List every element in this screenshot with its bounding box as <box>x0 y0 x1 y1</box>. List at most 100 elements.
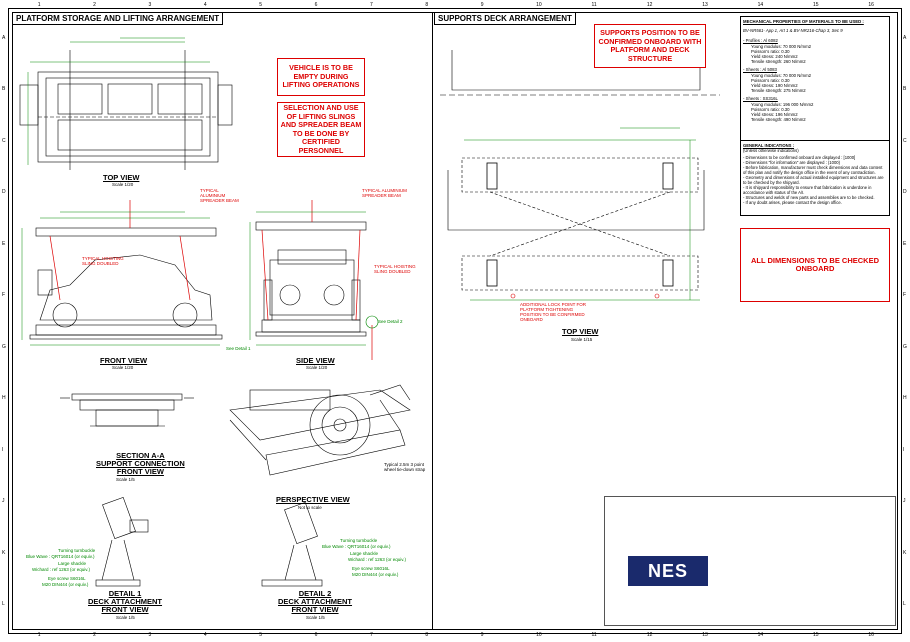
right-panel-title: SUPPORTS DECK ARRANGEMENT <box>434 12 576 25</box>
grid-row-label: E <box>903 240 907 247</box>
deck-supports <box>486 162 674 287</box>
grid-column-label: 5 <box>259 632 262 638</box>
annotation-strap: Typical 2.5m 3 point wheel tie-down stra… <box>384 462 426 472</box>
front-view-vehicle <box>29 227 223 340</box>
annotation-aluminium-2: TYPICAL ALUMINIUM SPREADER BEAM <box>362 188 407 198</box>
front-view-scale: Scale 1/20 <box>112 365 134 370</box>
grid-row-label: F <box>2 292 6 299</box>
general-l1: - Dimensions to be confirmed onboard are… <box>743 155 856 160</box>
grid-row-label: H <box>2 395 6 402</box>
grid-row-label: D <box>2 189 6 196</box>
grid-column-label: 13 <box>702 632 708 638</box>
top-view-dims <box>27 37 210 165</box>
deck-lock-points <box>510 293 660 299</box>
grid-row-label: I <box>2 446 4 453</box>
grid-column-label: 1 <box>37 2 41 8</box>
d2-m20: M20 DIN444 (or equiv.) <box>352 572 399 577</box>
general-l5: - It is shipyard responsibility to ensur… <box>743 185 872 195</box>
grid-row-label: G <box>2 343 6 350</box>
detail2-label: DETAIL 2 DECK ATTACHMENT FRONT VIEW <box>278 589 353 614</box>
grid-column-label: 9 <box>480 2 484 8</box>
general-l3: - Before fabrication, manufacturer must … <box>743 165 883 175</box>
general-l7: - If any doubt arises, please contact th… <box>743 200 842 205</box>
d1-eye-screw: Eye screw S6016L <box>48 576 86 581</box>
mech-profiles-l2: Poisson's ratio: 0.30 <box>751 48 790 54</box>
grid-row-label: K <box>903 549 907 556</box>
general-l6: - Structures and welds of new parts and … <box>743 195 875 200</box>
section-aa-scale: Scale 1/5 <box>116 477 135 482</box>
grid-column-label: 16 <box>868 2 874 8</box>
grid-row-label: J <box>2 498 5 505</box>
grid-column-label: 7 <box>369 2 373 8</box>
d2-turnbuckle: Turning turnbuckle <box>340 538 378 543</box>
perspective-label: PERSPECTIVE VIEW <box>276 495 350 504</box>
perspective-scale: Not to scale <box>298 505 322 510</box>
grid-column-label: 14 <box>757 2 764 8</box>
general-indications-box: GENERAL INDICATIONS : (Unless otherwise … <box>740 140 890 216</box>
section-aa <box>60 393 194 427</box>
side-view-label: SIDE VIEW <box>296 356 335 365</box>
mech-sheets-al-l1: Young modulus: 70 000 N/mm2 <box>751 72 812 78</box>
grid-row-label: C <box>903 137 907 144</box>
d1-wichard: Wichard : ref 1263 (or equiv.) <box>32 567 90 572</box>
annotation-see-detail-2: See Detail 2 <box>378 319 403 324</box>
d1-shackle: Large shackle <box>58 561 87 566</box>
grid-column-label: 6 <box>314 632 318 638</box>
d1-blue-wave: Blue Wave : QRT16014 (or equiv.) <box>26 554 95 559</box>
d2-eye-screw: Eye screw S6016L <box>352 566 390 571</box>
grid-column-label: 3 <box>148 632 152 638</box>
grid-column-label: 4 <box>203 632 207 638</box>
front-view-slings <box>49 200 191 301</box>
top-view-vehicle <box>19 50 233 170</box>
mech-profiles-l1: Young modulus: 70 000 N/mm2 <box>751 43 812 49</box>
mech-title: MECHANICAL PROPERTIES OF MATERIALS TO BE… <box>743 19 864 24</box>
grid-row-label: H <box>903 395 907 402</box>
d2-wichard: Wichard : ref 1263 (or equiv.) <box>348 557 406 562</box>
grid-column-label: 15 <box>812 2 819 8</box>
note-vehicle-empty: VEHICLE IS TO BE EMPTY DURING LIFTING OP… <box>277 58 365 96</box>
detail1-scale: Scale 1/5 <box>116 615 135 620</box>
general-l4: - Geometry and dimensions of actual inst… <box>743 175 884 185</box>
grid-column-label: 8 <box>425 2 429 8</box>
grid-row-label: F <box>903 292 907 299</box>
company-logo: NES <box>628 556 708 586</box>
note-all-dimensions: ALL DIMENSIONS TO BE CHECKED ONBOARD <box>740 228 890 302</box>
grid-column-label: 4 <box>203 2 207 8</box>
mechanical-properties-box: MECHANICAL PROPERTIES OF MATERIALS TO BE… <box>740 16 890 216</box>
grid-row-label: I <box>903 446 905 453</box>
grid-row-label: A <box>2 34 6 41</box>
front-view-dims <box>21 211 220 346</box>
grid-column-label: 13 <box>702 2 708 8</box>
grid-row-label: D <box>903 189 907 196</box>
mech-sheets-ss-l4: Tensile strength: 490 N/mm2 <box>751 117 806 123</box>
grid-row-label: J <box>903 498 906 505</box>
d2-shackle: Large shackle <box>350 551 379 556</box>
grid-column-label: 14 <box>757 632 764 638</box>
grid-column-label: 6 <box>314 2 318 8</box>
grid-column-label: 9 <box>480 632 484 638</box>
side-view-dims <box>249 211 366 346</box>
mech-sheets-al-l3: Yield stress: 190 N/mm2 <box>751 83 798 89</box>
annotation-hoisting-2: TYPICAL HOISTING SLING DOUBLED <box>374 264 416 274</box>
grid-row-label: L <box>2 601 5 608</box>
top-view-right-label: TOP VIEW <box>562 327 599 336</box>
top-view-left-scale: Scale 1/20 <box>112 182 134 187</box>
detail-2 <box>261 501 323 587</box>
annotation-aluminium-1: TYPICAL ALUMINIUM SPREADER BEAM <box>200 188 239 203</box>
grid-row-label: C <box>2 137 6 144</box>
grid-row-label: L <box>903 601 906 608</box>
side-view-scale: Scale 1/20 <box>306 365 328 370</box>
grid-row-label: K <box>2 549 6 556</box>
top-view-right-scale: Scale 1/15 <box>571 337 593 342</box>
general-title: GENERAL INDICATIONS : <box>743 143 795 148</box>
general-l2: - Dimensions "for information" are displ… <box>743 160 841 165</box>
detail-1 <box>95 496 149 587</box>
mech-sheets-al-l4: Tensile strength: 275 N/mm2 <box>751 88 806 94</box>
grid-row-label: B <box>2 86 6 93</box>
grid-row-label: E <box>2 240 6 247</box>
grid-column-label: 12 <box>646 2 653 8</box>
note-slings: SELECTION AND USE OF LIFTING SLINGS AND … <box>277 102 365 157</box>
grid-row-label: A <box>903 34 907 41</box>
note-supports-position: SUPPORTS POSITION TO BE CONFIRMED ONBOAR… <box>594 24 706 68</box>
